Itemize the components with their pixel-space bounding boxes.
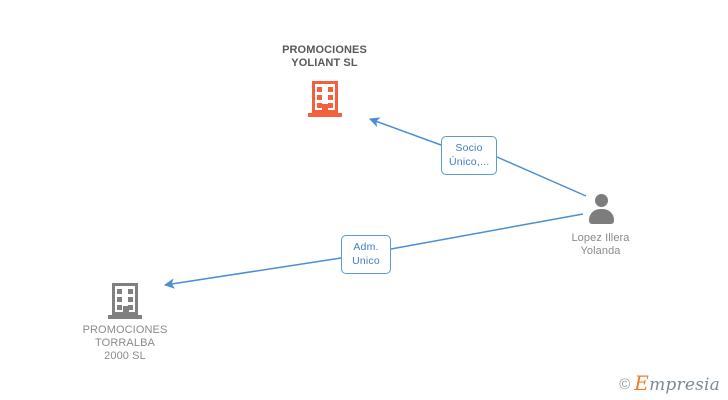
- brand-name: mpresia: [649, 375, 720, 395]
- copyright-icon: ©: [619, 376, 631, 393]
- watermark: © Empresia: [619, 373, 720, 395]
- node-label-promociones-yoliant-sl: PROMOCIONES YOLIANT SL: [282, 44, 367, 69]
- node-lopez-illera-yolanda[interactable]: Lopez Illera Yolanda: [538, 192, 663, 258]
- node-label-lopez-illera-yolanda: Lopez Illera Yolanda: [571, 232, 630, 257]
- edge-adm-unico-segment-right: [390, 213, 584, 250]
- brand-initial: E: [634, 371, 650, 395]
- edge-label-adm-unico[interactable]: Adm. Unico: [341, 235, 391, 274]
- building-icon: [108, 283, 142, 319]
- building-icon: [307, 81, 342, 117]
- edge-label-socio-unico[interactable]: Socio Único,...: [441, 136, 497, 175]
- node-label-promociones-torralba-2000-sl: PROMOCIONES TORRALBA 2000 SL: [82, 324, 168, 362]
- edge-socio-unico-segment-right: [496, 156, 587, 197]
- person-icon: [584, 192, 618, 226]
- edge-socio-unico-segment-left: [369, 117, 442, 146]
- node-promociones-yoliant-sl[interactable]: PROMOCIONES YOLIANT SL: [252, 44, 397, 117]
- brand-wordmark: Empresia: [634, 373, 720, 395]
- node-promociones-torralba-2000-sl[interactable]: PROMOCIONES TORRALBA 2000 SL: [65, 283, 185, 363]
- edge-adm-unico-segment-left: [163, 257, 342, 289]
